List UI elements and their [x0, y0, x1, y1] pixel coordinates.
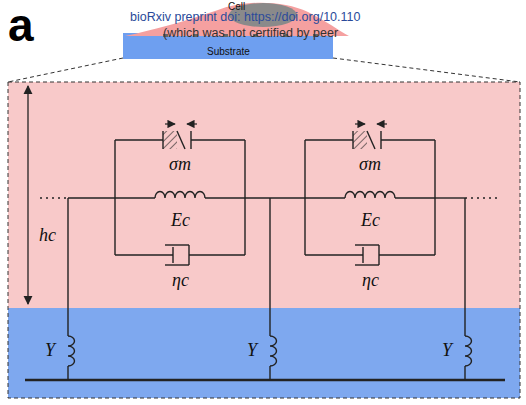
active-element: [367, 131, 375, 149]
dashpot-symbol: [165, 244, 189, 245]
ground-line: [25, 379, 505, 382]
wire: [68, 197, 115, 198]
wire: [269, 366, 270, 380]
dashpot-symbol: [355, 244, 379, 245]
height-arrow: [27, 86, 28, 304]
spring-symbol: [465, 336, 472, 366]
spring-symbol: [270, 336, 277, 366]
zoom-line: [333, 58, 520, 82]
dashpot-symbol: [172, 247, 173, 263]
wire: [305, 139, 353, 140]
circuit-wires: [40, 124, 500, 380]
wire: [115, 254, 173, 255]
wire: [269, 198, 270, 336]
zoom-frame: [8, 82, 520, 398]
element-label: ηc: [172, 270, 189, 291]
stiffness-label: Y: [45, 340, 55, 361]
active-element: [162, 131, 163, 149]
active-element: [353, 131, 367, 149]
active-element: [163, 131, 177, 149]
dashpot-symbol: [165, 264, 189, 265]
contraction-arrow: [165, 123, 175, 124]
wire: [305, 197, 345, 198]
wire: [464, 366, 465, 380]
watermark: bioRxiv preprint doi: https://doi.org/10…: [130, 10, 360, 24]
substrate-region: [8, 308, 520, 398]
wire: [435, 197, 465, 198]
element-label: ηc: [362, 270, 379, 291]
zoom-line: [8, 58, 123, 82]
cell-region: [8, 82, 520, 308]
wire: [245, 197, 305, 198]
spring-symbol: [155, 192, 205, 198]
node-label: Substrate: [207, 46, 250, 57]
element-label: Ec: [171, 210, 190, 231]
wire: [67, 366, 68, 380]
dotted-wire: [40, 197, 68, 198]
element-label: σm: [169, 154, 191, 175]
dotted-wire: [465, 197, 500, 198]
wire: [189, 254, 245, 255]
wire: [464, 198, 465, 336]
wire: [379, 254, 435, 255]
wire: [115, 197, 155, 198]
wire: [381, 139, 435, 140]
watermark: (which was not certified by peer: [163, 26, 338, 40]
dashpot-symbol: [362, 247, 363, 263]
contraction-arrow: [355, 123, 365, 124]
element-label: Ec: [361, 210, 380, 231]
stiffness-label: Y: [247, 340, 257, 361]
contraction-arrow: [377, 123, 387, 124]
element-label: σm: [359, 154, 381, 175]
panel-letter: a: [8, 0, 34, 52]
height-label: hc: [39, 225, 56, 246]
wire: [395, 197, 435, 198]
spring-symbol: [68, 336, 75, 366]
wire: [191, 139, 245, 140]
wire: [305, 254, 363, 255]
dashpot-symbol: [355, 264, 379, 265]
contraction-arrow: [187, 123, 197, 124]
wire: [205, 197, 245, 198]
wire: [67, 198, 68, 336]
active-element: [352, 131, 353, 149]
stiffness-label: Y: [442, 340, 452, 361]
spring-symbol: [345, 192, 395, 198]
wire: [115, 139, 163, 140]
active-element: [177, 131, 185, 149]
